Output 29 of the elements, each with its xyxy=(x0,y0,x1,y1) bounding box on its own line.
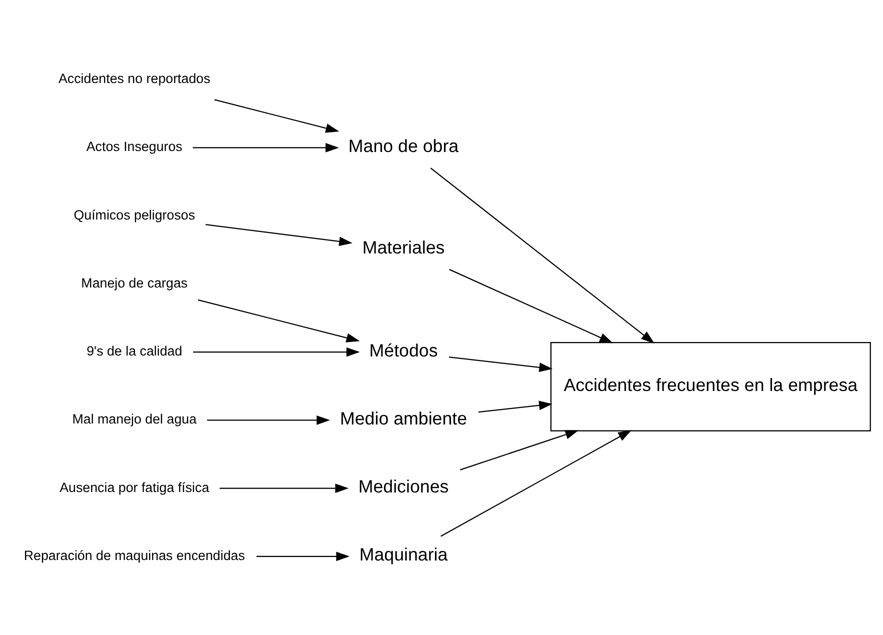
node-text: Mano de obra xyxy=(348,135,459,156)
node-text: Materiales xyxy=(362,237,445,258)
arrow xyxy=(207,414,330,424)
arrow xyxy=(448,356,553,372)
node-text: Maquinaria xyxy=(359,544,448,564)
node-text: Manejo de cargas xyxy=(81,274,188,290)
arrow xyxy=(198,298,360,342)
node-text: Reparación de maquinas encendidas xyxy=(24,547,245,562)
node-text: Métodos xyxy=(369,340,438,360)
node-text: Ausencia por fatiga física xyxy=(60,479,210,494)
arrow xyxy=(449,268,614,343)
arrow xyxy=(460,430,579,470)
node-text: Accidentes no reportados xyxy=(58,70,210,86)
node-box: Accidentes frecuentes en la empresa xyxy=(550,342,871,431)
arrow xyxy=(206,224,353,246)
arrow xyxy=(440,430,632,536)
node-text: 9's de la calidad xyxy=(86,343,182,358)
node-text: Mal manejo del agua xyxy=(72,411,197,426)
arrow xyxy=(193,346,360,356)
node-text: Actos Inseguros xyxy=(86,138,182,154)
arrow xyxy=(220,483,349,492)
arrow xyxy=(192,142,339,152)
node-text: Medio ambiente xyxy=(340,408,468,428)
arrow xyxy=(256,551,350,561)
arrow xyxy=(430,167,654,344)
arrow xyxy=(214,98,340,132)
arrow xyxy=(478,400,552,412)
node-text: Químicos peligrosos xyxy=(74,206,196,222)
node-text: Mediciones xyxy=(358,476,449,496)
